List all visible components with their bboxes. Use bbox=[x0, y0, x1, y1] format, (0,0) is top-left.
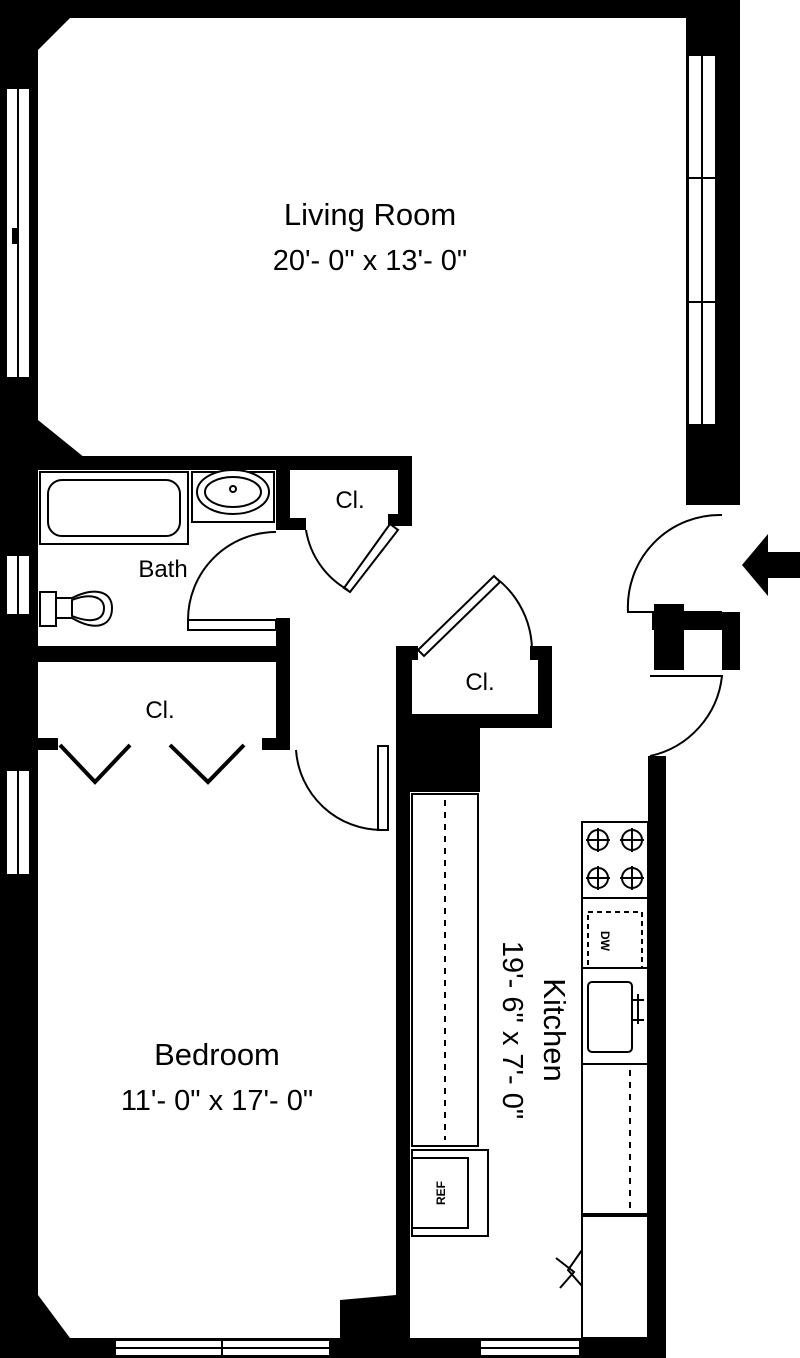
bathtub bbox=[39, 471, 189, 545]
burner-icon bbox=[586, 828, 610, 852]
kitchen-counter-right bbox=[581, 1063, 649, 1215]
bath-closet-label: Cl. bbox=[335, 487, 364, 514]
dishwasher-label: DW bbox=[598, 931, 612, 952]
refrigerator bbox=[411, 1149, 489, 1237]
kitchen-sink bbox=[581, 967, 649, 1065]
pantry bbox=[555, 1215, 649, 1339]
kitchen-dims: 19'- 6" x 7'- 0" bbox=[496, 941, 528, 1119]
bedroom-closet-doors bbox=[58, 743, 246, 785]
toilet bbox=[39, 590, 114, 627]
kitchen-counter-left bbox=[411, 793, 479, 1147]
dishwasher bbox=[581, 897, 649, 971]
bedroom-name: Bedroom bbox=[154, 1037, 280, 1072]
living-room-dims: 20'- 0" x 13'- 0" bbox=[273, 245, 467, 277]
bath-label: Bath bbox=[138, 556, 187, 583]
windows bbox=[5, 54, 717, 1357]
refrigerator-label: REF bbox=[434, 1181, 448, 1205]
bath-sink bbox=[191, 469, 275, 523]
doors bbox=[58, 513, 724, 832]
entry-arrow-icon bbox=[742, 534, 800, 596]
bath-closet-door bbox=[305, 522, 400, 594]
kitchen-name: Kitchen bbox=[537, 978, 572, 1081]
living-room-name: Living Room bbox=[284, 197, 456, 232]
burner-icon bbox=[586, 866, 610, 890]
stove-burners bbox=[586, 828, 644, 890]
burner-icon bbox=[620, 866, 644, 890]
bedroom-closet-label: Cl. bbox=[145, 697, 174, 724]
entry-door bbox=[626, 513, 724, 757]
bath-door bbox=[187, 531, 277, 631]
burner-icon bbox=[620, 828, 644, 852]
hall-closet-door bbox=[416, 574, 533, 658]
bedroom-door bbox=[295, 745, 389, 832]
bedroom-dims: 11'- 0" x 17'- 0" bbox=[121, 1085, 313, 1117]
hall-closet-label: Cl. bbox=[465, 669, 494, 696]
fixtures bbox=[39, 469, 649, 1339]
